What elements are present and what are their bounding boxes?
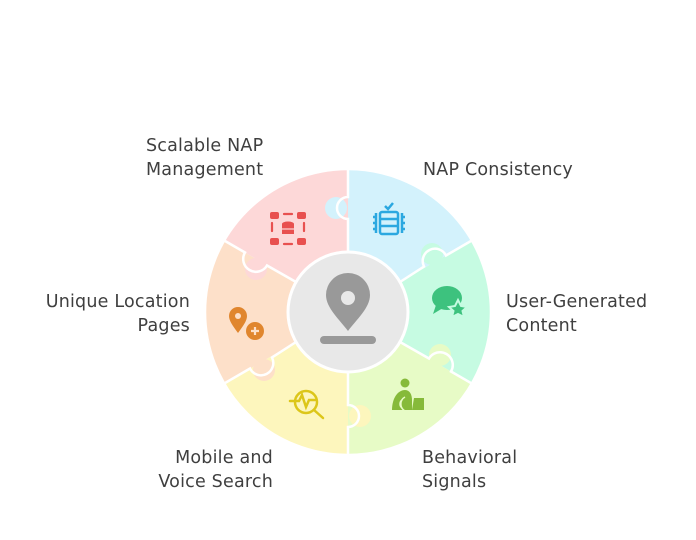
- segment-dividers: [203, 167, 493, 457]
- label-nap-consistency: NAP Consistency: [423, 158, 573, 182]
- label-scalable-nap-management: Scalable NAP Management: [146, 134, 263, 182]
- label-line: Scalable NAP: [146, 136, 264, 156]
- label-behavioral-signals: Behavioral Signals: [422, 446, 517, 494]
- segment-user-generated-content: [400, 240, 491, 384]
- label-line: NAP Consistency: [423, 160, 573, 180]
- label-line: Management: [146, 160, 264, 180]
- label-line: Voice Search: [158, 472, 273, 492]
- label-mobile-voice-search: Mobile and Voice Search: [158, 446, 273, 494]
- label-line: Pages: [137, 316, 190, 336]
- label-line: Mobile and: [175, 448, 273, 468]
- database-network-icon: [270, 212, 306, 246]
- chat-star-icon: [432, 286, 470, 319]
- label-unique-location-pages: Unique Location Pages: [46, 290, 190, 338]
- pin-plus-icon: [229, 307, 264, 340]
- label-line: Content: [506, 316, 577, 336]
- segment-unique-location-pages: [205, 240, 296, 384]
- label-line: User-Generated: [506, 292, 648, 312]
- pulse-search-icon: [288, 389, 325, 420]
- puzzle-tab: [245, 258, 267, 280]
- map-pin-icon: [320, 273, 376, 344]
- label-line: Behavioral: [422, 448, 518, 468]
- person-signal-icon: [392, 378, 424, 412]
- puzzle-tab: [429, 344, 451, 366]
- database-list-check-icon: [373, 202, 405, 236]
- label-line: Signals: [422, 472, 487, 492]
- label-line: Unique Location: [45, 292, 190, 312]
- label-user-generated-content: User-Generated Content: [506, 290, 647, 338]
